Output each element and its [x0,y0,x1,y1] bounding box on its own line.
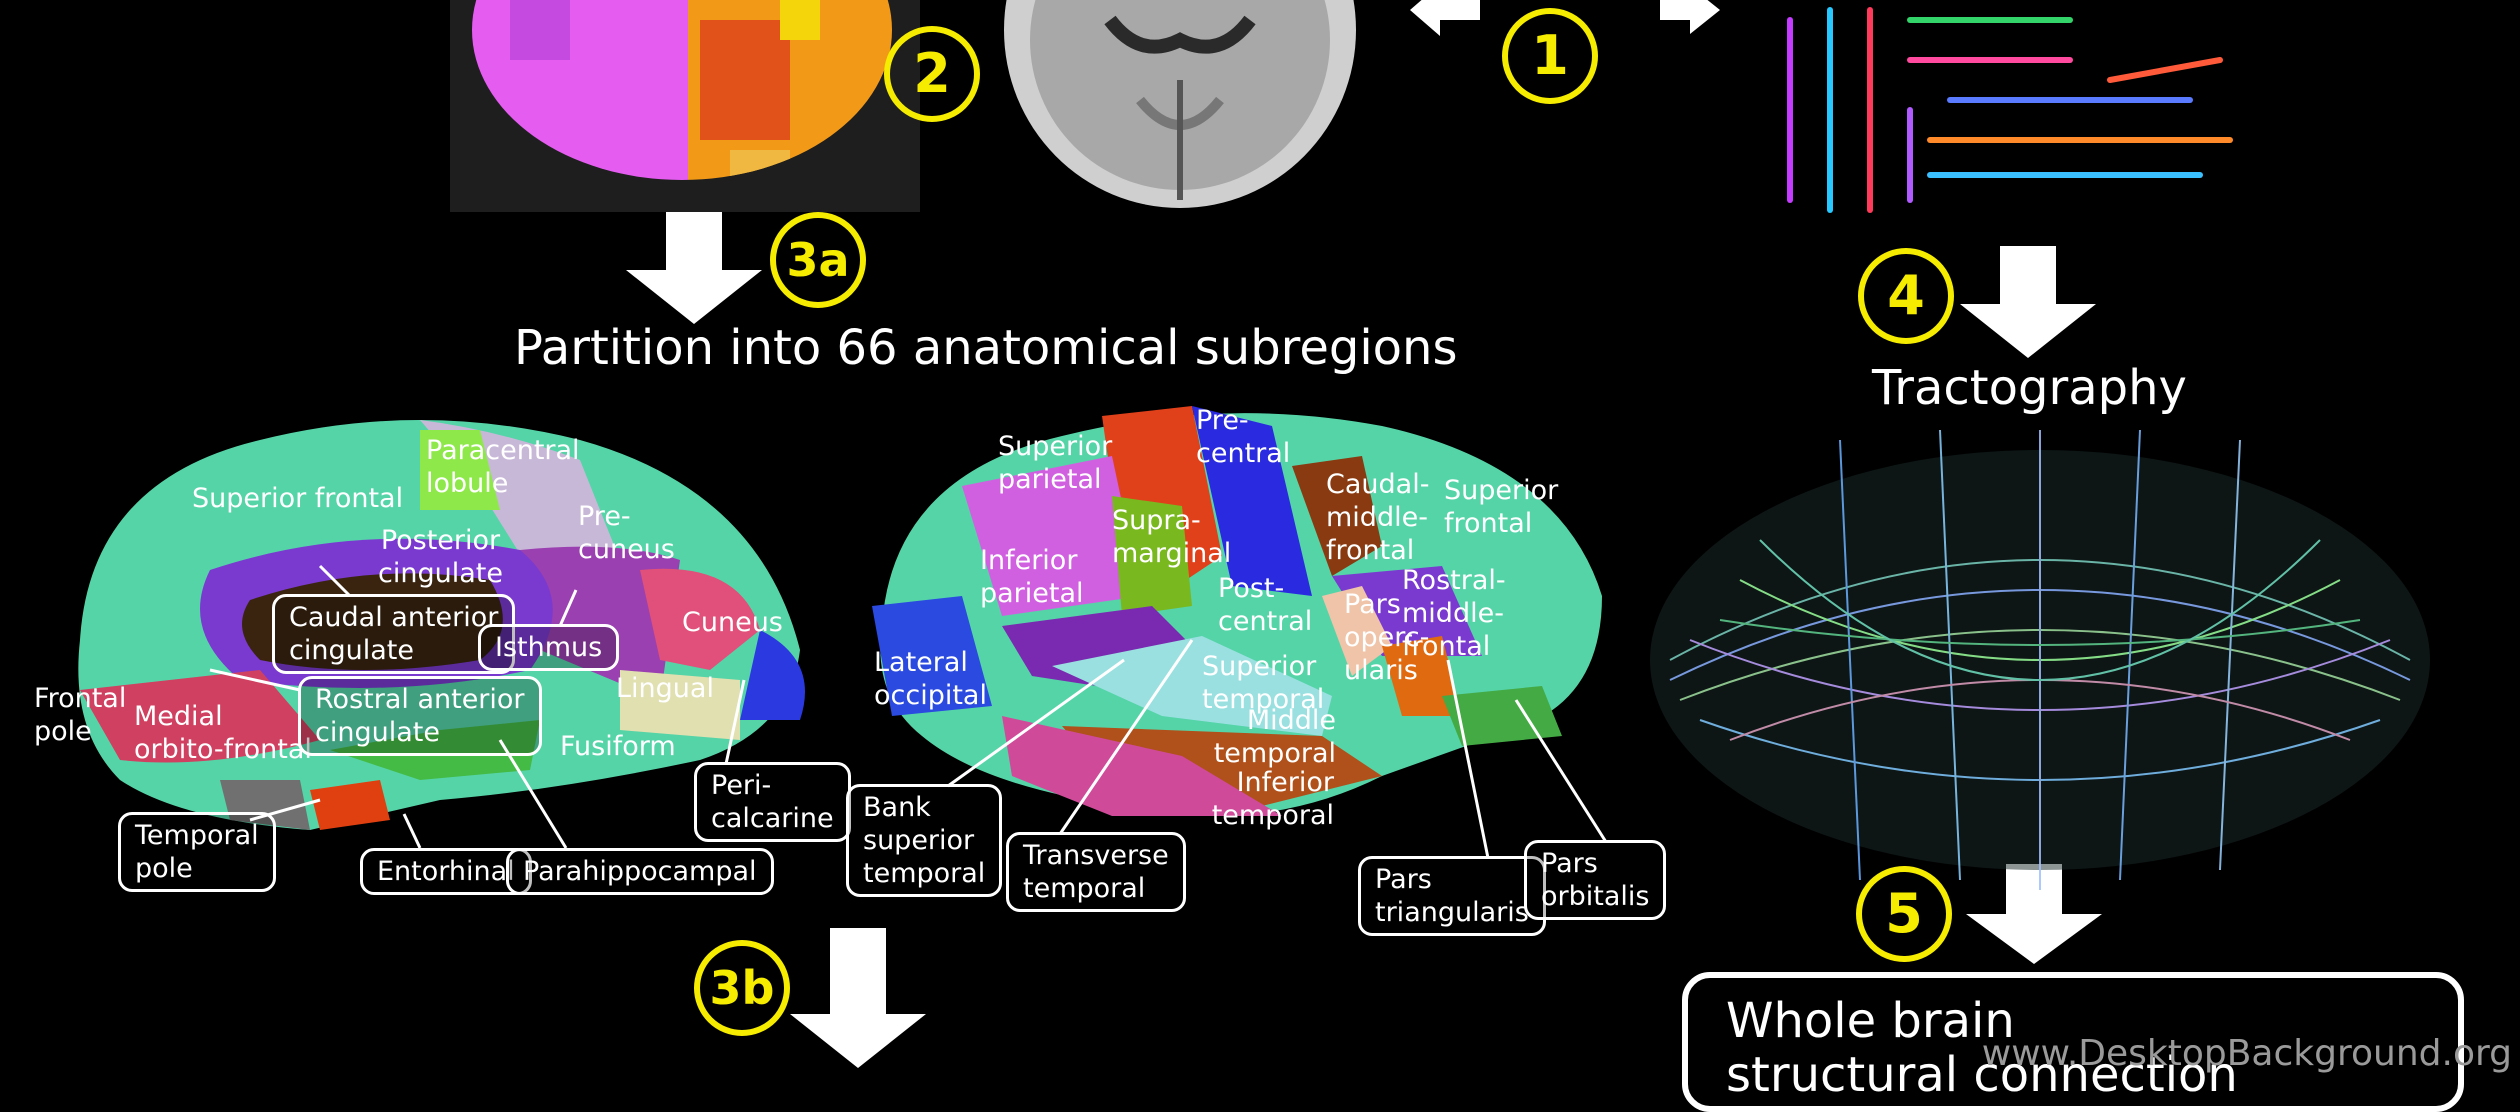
partition-heading: Partition into 66 anatomical subregions [514,320,1458,376]
label-middle-temporal: Middle temporal [1213,705,1336,769]
diffusion-glyphs-image [1770,0,2270,222]
arrow-down-5-icon [1966,864,2102,964]
label-precentral: Pre- central [1196,405,1291,469]
label-inferior-parietal: Inferior parietal [980,545,1084,609]
label-inferior-temporal: Inferior temporal [1211,767,1334,831]
box-isthmus: Isthmus [478,624,620,671]
label-posterior-cingulate: Posterior cingulate [378,525,503,589]
lateral-brain-image [862,396,1612,836]
leader-lines [209,564,1608,859]
box-pars-triangularis: Pars triangularis [1358,856,1546,936]
arrow-down-4-icon [1960,246,2096,358]
tractography-fibers-image [1640,420,2440,900]
label-precuneus: Pre- cuneus [578,501,675,565]
box-transverse-temporal: Transverse temporal [1006,832,1186,912]
label-caudal-middle-frontal: Caudal- middle- frontal [1326,469,1430,566]
step-1-badge: 1 [1502,8,1598,104]
step-3a-badge: 3a [770,212,866,308]
mri-slice-image [990,0,1370,212]
label-medial-orbitofrontal: Medial orbito-frontal [134,701,312,765]
watermark-text: www.DesktopBackground.org [1981,1033,2512,1074]
label-lingual: Lingual [616,673,714,704]
label-cuneus: Cuneus [682,607,783,638]
box-pericalcarine: Peri- calcarine [694,762,851,842]
label-fusiform: Fusiform [560,731,676,762]
label-lateral-occipital: Lateral occipital [874,647,987,711]
medial-brain-image [60,400,820,860]
box-parahippocampal: Parahippocampal [506,848,774,895]
label-superior-parietal: Superior parietal [998,431,1113,495]
step-5-badge: 5 [1856,866,1952,962]
label-frontal-pole: Frontal pole [34,683,127,747]
label-pars-opercularis: Pars operc- ularis [1344,589,1430,686]
label-postcentral: Post- central [1218,573,1313,637]
parcellation-slice-image [450,0,920,212]
step-4-badge: 4 [1858,248,1954,344]
label-superior-frontal-medial: Superior frontal [192,483,404,514]
step-3b-badge: 3b [694,940,790,1036]
tractography-heading: Tractography [1872,360,2187,416]
arrow-left-icon [1410,0,1480,36]
box-temporal-pole: Temporal pole [118,812,276,892]
label-rostral-middle-frontal: Rostral- middle- frontal [1402,565,1506,662]
label-superior-temporal: Superior temporal [1202,651,1325,715]
box-bank-superior-temporal: Bank superior temporal [846,784,1003,897]
label-supramarginal: Supra- marginal [1112,505,1232,569]
arrow-right-icon [1660,0,1720,34]
box-entorhinal: Entorhinal [360,848,532,895]
box-caudal-anterior-cingulate: Caudal anterior cingulate [272,594,516,674]
arrow-down-3a-icon [626,212,762,324]
label-paracentral-lobule: Paracentral lobule [426,435,580,499]
box-pars-orbitalis: Pars orbitalis [1524,840,1667,920]
step-2-badge: 2 [884,26,980,122]
label-superior-frontal-lateral: Superior frontal [1444,475,1559,539]
arrow-down-3b-icon [790,928,926,1068]
